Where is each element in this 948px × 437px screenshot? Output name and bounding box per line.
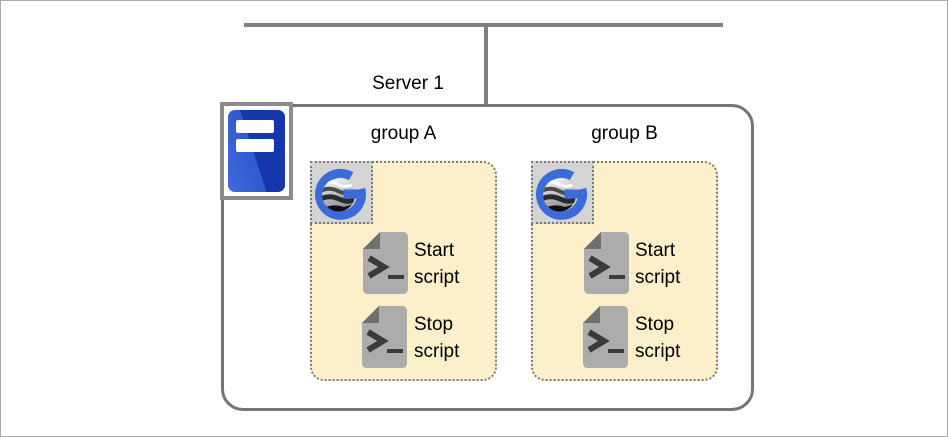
script-label: Start script (414, 240, 460, 288)
group-b: group B (531, 121, 718, 381)
server-slot-bar (236, 120, 274, 133)
shell-script-icon (584, 232, 629, 294)
shell-script-icon (363, 232, 408, 294)
server-icon (220, 102, 293, 200)
server-slot-bar (236, 139, 274, 152)
server-label: Server 1 (372, 73, 444, 94)
globe-g-logo-icon (310, 161, 373, 224)
group-label: group A (370, 123, 437, 144)
group-label: group B (591, 123, 658, 144)
network-line (244, 23, 723, 27)
shell-script-icon (362, 306, 407, 368)
server-connector-line (484, 23, 488, 104)
globe-g-logo-icon (531, 161, 594, 224)
script-label: Start script (635, 240, 681, 288)
script-label: Stop script (635, 314, 681, 362)
server-tower-icon (228, 110, 285, 192)
group-a: group A (310, 121, 497, 381)
script-label: Stop script (414, 314, 460, 362)
shell-script-icon (583, 306, 628, 368)
